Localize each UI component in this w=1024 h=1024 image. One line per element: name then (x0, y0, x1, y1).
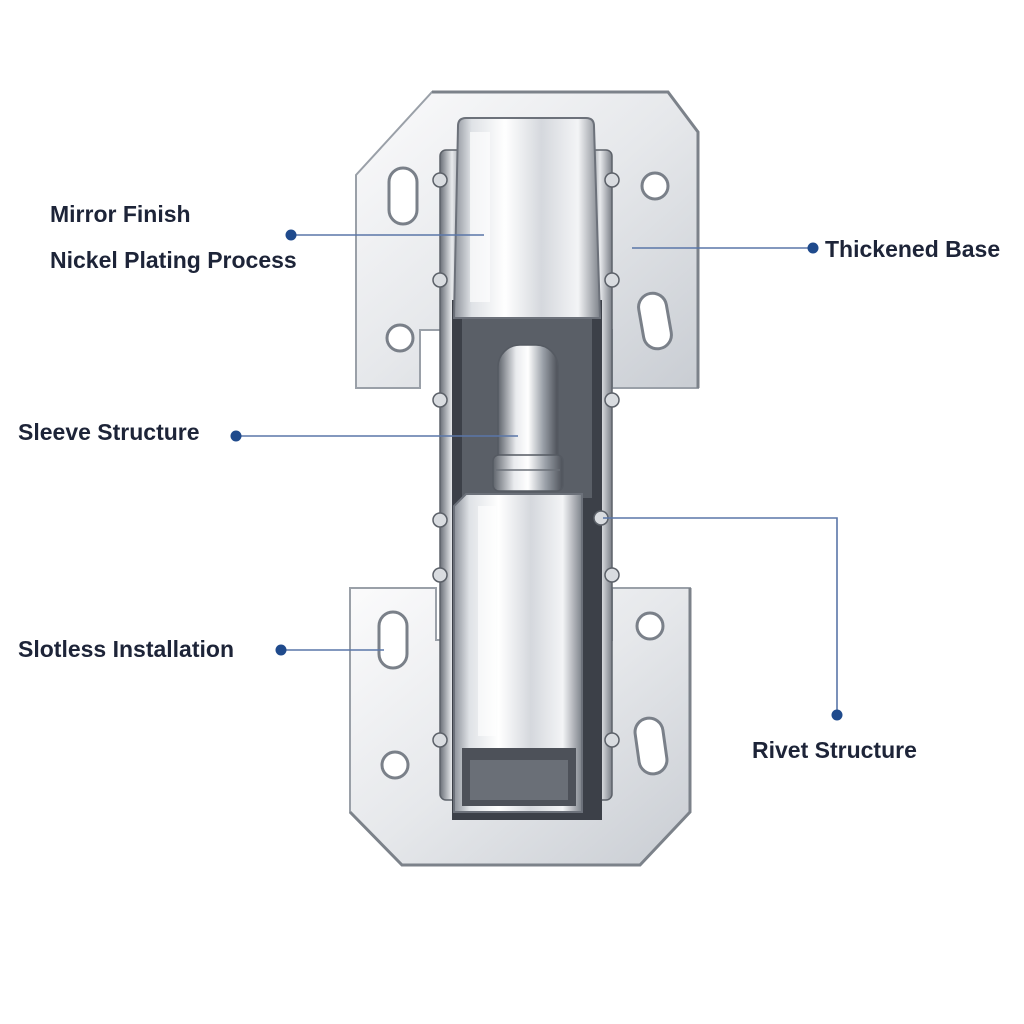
label-thickened-base: Thickened Base (825, 236, 1001, 262)
label-sleeve-structure: Sleeve Structure (18, 419, 200, 445)
slot-hole-top-left (387, 166, 419, 226)
round-hole-top-left (385, 323, 415, 353)
rivet (604, 172, 620, 188)
slot-hole-bottom-right (633, 716, 669, 776)
round-hole-bottom-right (635, 611, 665, 641)
label-rivet-structure: Rivet Structure (752, 737, 917, 763)
sleeve-cylinder (492, 344, 564, 492)
rivet (432, 567, 448, 583)
label-slotless-installation: Slotless Installation (18, 636, 234, 662)
bottom-plate-edge (348, 588, 692, 867)
rivet (432, 732, 448, 748)
round-hole-bottom-left (380, 750, 410, 780)
rivet (432, 172, 448, 188)
slot-hole-bottom-left (377, 610, 409, 670)
callout-lines (236, 234, 838, 713)
label-mirror-finish: Mirror Finish (50, 201, 191, 227)
rivet (432, 512, 448, 528)
callout-dot-mirror-finish (285, 229, 297, 241)
callout-line-rivet-structure (603, 517, 838, 713)
callout-dot-sleeve-structure (230, 430, 242, 442)
lower-cover-highlight (478, 506, 496, 736)
slot-hole-top-right (637, 291, 673, 351)
mounting-holes (377, 166, 673, 780)
callout-dot-slotless-installation (275, 644, 287, 656)
rivets (432, 172, 620, 748)
rivet (604, 732, 620, 748)
cover-highlight (470, 132, 490, 302)
callout-dot-rivet-structure (831, 709, 843, 721)
rivet (432, 392, 448, 408)
callout-dot-thickened-base (807, 242, 819, 254)
top-plate-edge (432, 90, 700, 388)
lower-cover-inner (470, 760, 568, 800)
round-hole-top-right (640, 171, 670, 201)
rivet (432, 272, 448, 288)
label-nickel-plating-process: Nickel Plating Process (50, 247, 297, 273)
upper-cover-mirror-finish (452, 117, 602, 319)
rivet (604, 272, 620, 288)
callout-dots (230, 229, 843, 721)
rivet (604, 392, 620, 408)
rivet (604, 567, 620, 583)
